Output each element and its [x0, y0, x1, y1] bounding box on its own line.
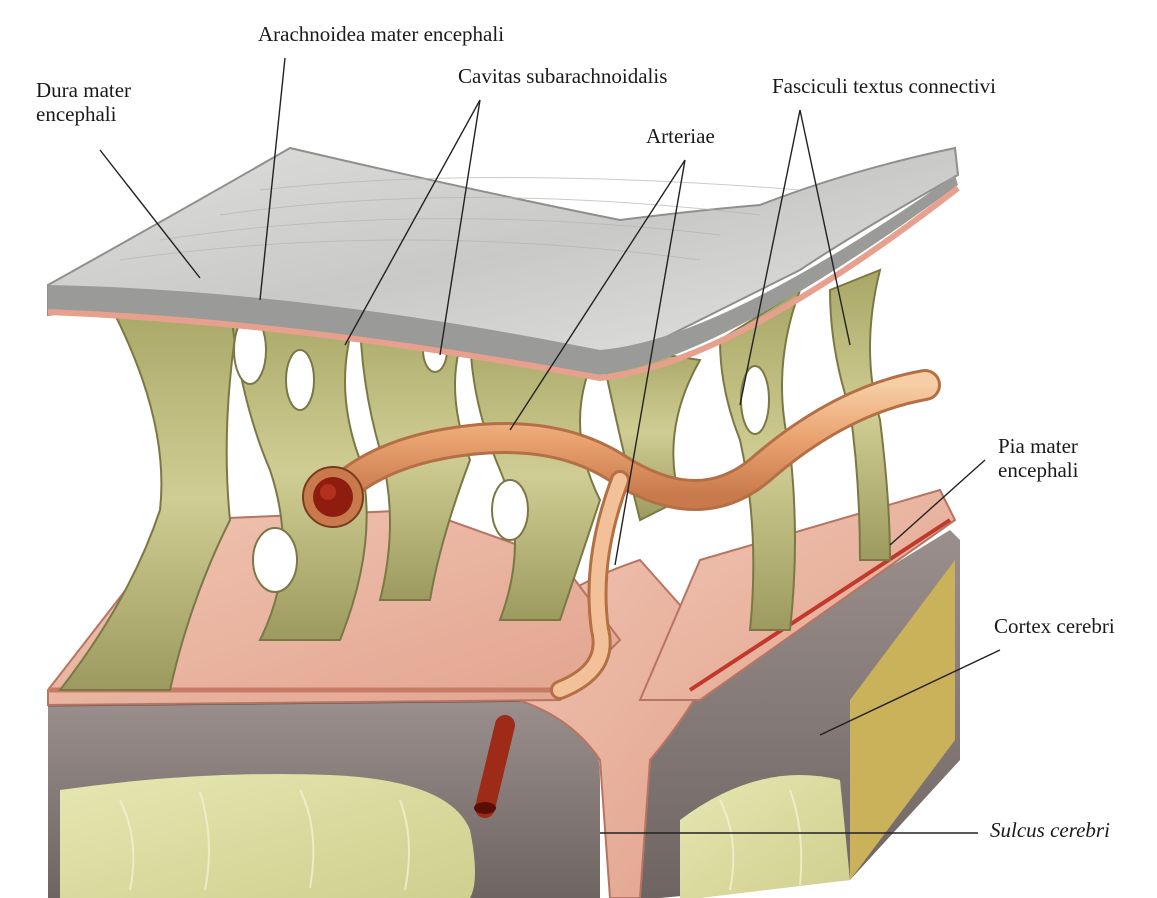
label-dura-mater: Dura mater encephali [36, 78, 131, 126]
right-gyrus [640, 530, 960, 898]
label-arteriae: Arteriae [646, 124, 715, 148]
label-arachnoidea: Arachnoidea mater encephali [258, 22, 505, 46]
left-gyrus [47, 698, 602, 898]
label-dura-mater-line1: Dura mater [36, 78, 132, 102]
label-dura-mater-line2: encephali [36, 102, 117, 126]
dura-mater [47, 146, 960, 382]
label-pia-mater-line1: Pia mater [998, 434, 1078, 458]
label-pia-mater-line2: encephali [998, 458, 1079, 482]
trabecula-openings [233, 315, 770, 593]
trabeculae [57, 268, 892, 691]
label-cortex: Cortex cerebri [994, 614, 1115, 638]
leader-lines [99, 57, 1001, 834]
label-fasciculi: Fasciculi textus connectivi [772, 74, 996, 98]
label-cavitas: Cavitas subarachnoidalis [458, 64, 668, 88]
label-pia-mater: Pia mater encephali [998, 434, 1078, 482]
arteries [302, 369, 941, 818]
label-sulcus: Sulcus cerebri [990, 818, 1110, 842]
